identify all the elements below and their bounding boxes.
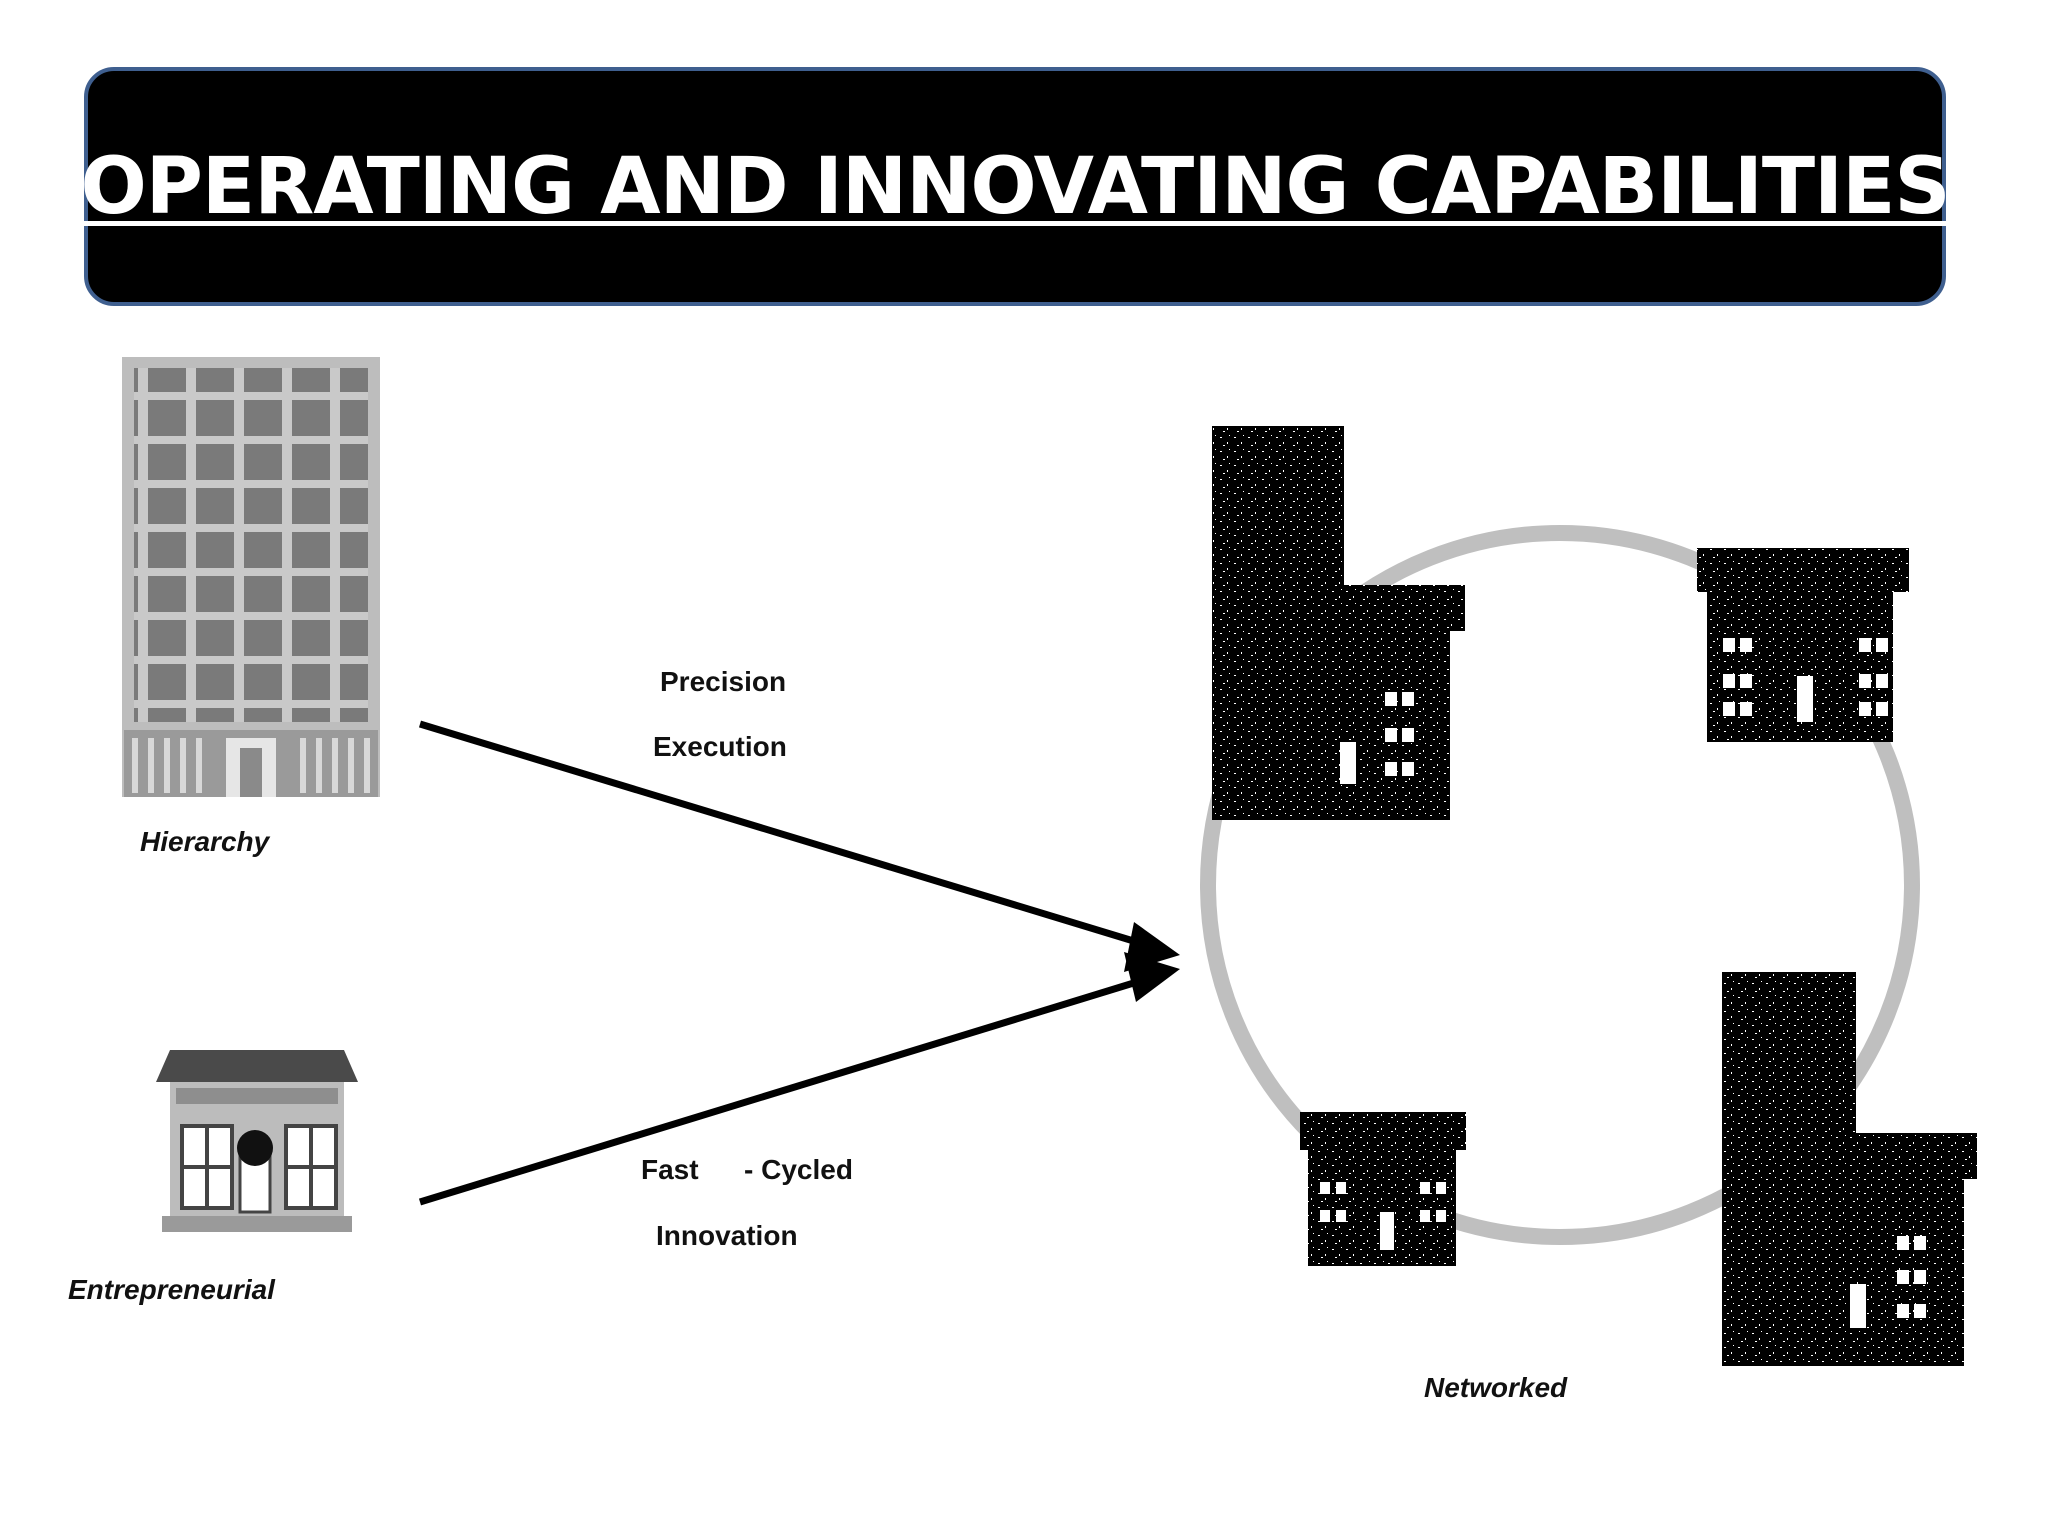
fast-cycled-innovation-arrow — [418, 952, 1180, 1206]
networked-building-top-right-icon — [1697, 548, 1909, 742]
networked-label: Networked — [1424, 1372, 1568, 1403]
networked-building-bottom-right-icon — [1722, 972, 1977, 1366]
network-ring — [1200, 525, 1920, 1245]
hierarchy-label: Hierarchy — [140, 826, 270, 857]
networked-building-bottom-left-icon — [1300, 1112, 1466, 1266]
innovation-label: Innovation — [656, 1220, 798, 1251]
precision-execution-arrow — [418, 720, 1180, 972]
hierarchy-building-icon — [122, 357, 380, 797]
entrepreneurial-label: Entrepreneurial — [68, 1274, 275, 1305]
fast-label: Fast — [641, 1154, 699, 1185]
networked-building-top-left-icon — [1212, 426, 1465, 820]
entrepreneurial-shop-icon — [156, 1050, 358, 1232]
precision-label: Precision — [660, 666, 787, 697]
title-banner: OPERATING AND INNOVATING CAPABILITIES — [80, 67, 1951, 306]
execution-label: Execution — [653, 731, 787, 762]
cycled-label: - Cycled — [744, 1154, 853, 1185]
page-title: OPERATING AND INNOVATING CAPABILITIES — [80, 141, 1950, 232]
